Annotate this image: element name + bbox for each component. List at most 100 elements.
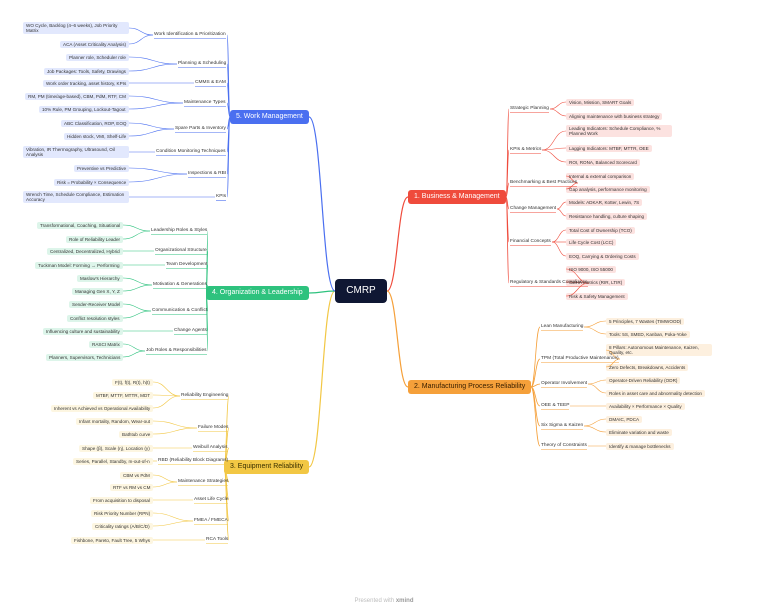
subtopic-rbd-reliability-block-diagrams[interactable]: RBD (Reliability Block Diagrams) xyxy=(158,458,229,463)
subtopic-oee-teep[interactable]: OEE & TEEP xyxy=(541,403,570,408)
leaf-dmaic-pdca[interactable]: DMAIC, PDCA xyxy=(606,415,643,423)
subtopic-lean-manufacturing[interactable]: Lean Manufacturing xyxy=(541,324,584,329)
leaf-leading-indicators-schedule-compliance-p[interactable]: Leading Indicators: Schedule Compliance,… xyxy=(566,124,672,138)
subtopic-fmea-fmeca[interactable]: FMEA / FMECA xyxy=(194,518,228,523)
subtopic-job-roles-responsibilities[interactable]: Job Roles & Responsibilities xyxy=(146,348,207,353)
leaf-wrench-time-schedule-compliance-estimati[interactable]: Wrench Time, Schedule Compliance, Estima… xyxy=(23,190,129,204)
subtopic-kpis-metrics[interactable]: KPIs & Metrics xyxy=(510,147,542,152)
leaf-rasci-matrix[interactable]: RASCI Matrix xyxy=(89,340,123,348)
branch-5-work-management[interactable]: 5. Work Management xyxy=(230,110,309,124)
leaf-identify-manage-bottlenecks[interactable]: Identify & manage bottlenecks xyxy=(606,442,674,450)
leaf-aca-asset-criticality-analysis[interactable]: ACA (Asset Criticality Analysis) xyxy=(60,40,130,48)
subtopic-organizational-structure[interactable]: Organizational Structure xyxy=(155,248,207,253)
leaf-risk-priority-number-rpn[interactable]: Risk Priority Number (RPN) xyxy=(91,509,154,517)
subtopic-team-development[interactable]: Team Development xyxy=(166,262,208,267)
leaf-internal-external-comparison[interactable]: Internal & external comparison xyxy=(566,172,635,180)
leaf-availability-performance-quality[interactable]: Availability × Performance × Quality xyxy=(606,402,685,410)
leaf-bathtub-curve[interactable]: Bathtub curve xyxy=(119,430,154,438)
leaf-fishbone-pareto-fault-tree-5-whys[interactable]: Fishbone, Pareto, Fault Tree, 5 Whys xyxy=(71,536,154,544)
leaf-operator-driven-reliability-odr[interactable]: Operator-Driven Reliability (ODR) xyxy=(606,376,681,384)
leaf-10-rule-pm-grouping-lockout-tagout[interactable]: 10% Rule, PM Grouping, Lockout-Tagout xyxy=(39,105,129,113)
subtopic-spare-parts-inventory[interactable]: Spare Parts & Inventory xyxy=(175,126,226,131)
leaf-planner-role-scheduler-role[interactable]: Planner role, Scheduler role xyxy=(66,53,129,61)
leaf-total-cost-of-ownership-tco[interactable]: Total Cost of Ownership (TCO) xyxy=(566,226,635,234)
subtopic-inspections-rbi[interactable]: Inspections & RBI xyxy=(188,171,227,176)
subtopic-regulatory-standards-compliance[interactable]: Regulatory & Standards Compliance xyxy=(510,280,588,285)
leaf-eliminate-variation-and-waste[interactable]: Eliminate variation and waste xyxy=(606,428,672,436)
leaf-rm-pm-time-age-based-cbm-pdm-rtf-cm[interactable]: RM, PM (time/age-based), CBM, PdM, RTF, … xyxy=(25,92,129,100)
leaf-risk-probability-consequence[interactable]: Risk = Probability × Consequence xyxy=(54,178,130,186)
leaf-zero-defects-breakdowns-accidents[interactable]: Zero Defects, Breakdowns, Accidents xyxy=(606,363,689,371)
branch-4-organization-leadership[interactable]: 4. Organization & Leadership xyxy=(206,286,309,300)
leaf-vision-mission-smart-goals[interactable]: Vision, Mission, SMART Goals xyxy=(566,98,635,106)
subtopic-six-sigma-kaizen[interactable]: Six Sigma & Kaizen xyxy=(541,423,584,428)
subtopic-weibull-analysis[interactable]: Weibull Analysis xyxy=(193,445,228,450)
leaf-eoq-carrying-ordering-costs[interactable]: EOQ, Carrying & Ordering Costs xyxy=(566,252,639,260)
leaf-transformational-coaching-situational[interactable]: Transformational, Coaching, Situational xyxy=(37,221,124,229)
leaf-aligning-maintenance-with-business-strat[interactable]: Aligning maintenance with business strat… xyxy=(566,112,663,120)
leaf-preventive-vs-predictive[interactable]: Preventive vs Predictive xyxy=(74,164,130,172)
leaf-tools-5s-smed-kanban-poka-yoke[interactable]: Tools: 5S, SMED, Kanban, Poka-Yoke xyxy=(606,330,690,338)
subtopic-benchmarking-best-practices[interactable]: Benchmarking & Best Practices xyxy=(510,180,578,185)
leaf-resistance-handling-culture-shaping[interactable]: Resistance handling, culture shaping xyxy=(566,212,648,220)
subtopic-failure-modes[interactable]: Failure Modes xyxy=(198,425,229,430)
leaf-mtbf-mttf-mttr-mdt[interactable]: MTBF, MTTF, MTTR, MDT xyxy=(93,391,154,399)
leaf-wo-cycle-backlog-4-6-weeks-job-priority-[interactable]: WO Cycle, Backlog (4–6 weeks), Job Prior… xyxy=(23,21,129,35)
subtopic-condition-monitoring-techniques[interactable]: Condition Monitoring Techniques xyxy=(156,149,226,154)
leaf-managing-gen-x-y-z[interactable]: Managing Gen X, Y, Z xyxy=(72,287,123,295)
leaf-5-principles-7-wastes-timwood[interactable]: 5 Principles, 7 Wastes (TIMWOOD) xyxy=(606,317,685,325)
leaf-gap-analysis-performance-monitoring[interactable]: Gap analysis, performance monitoring xyxy=(566,185,650,193)
subtopic-operator-involvement[interactable]: Operator Involvement xyxy=(541,381,588,386)
branch-2-manufacturing-process-reliability[interactable]: 2. Manufacturing Process Reliability xyxy=(408,380,532,394)
subtopic-motivation-generations[interactable]: Motivation & Generations xyxy=(153,282,207,287)
leaf-planners-supervisors-technicians[interactable]: Planners, Supervisors, Technicians xyxy=(46,353,124,361)
subtopic-change-agents[interactable]: Change Agents xyxy=(174,328,207,333)
leaf-8-pillars-autonomous-maintenance-kaizen-[interactable]: 8 Pillars: Autonomous Maintenance, Kaize… xyxy=(606,343,712,357)
leaf-f-t-f-t-r-t-h-t[interactable]: F(t), f(t), R(t), h(t) xyxy=(112,378,153,386)
subtopic-planning-scheduling[interactable]: Planning & Scheduling xyxy=(178,61,227,66)
subtopic-work-identification-prioritization[interactable]: Work Identification & Prioritization xyxy=(154,32,226,37)
leaf-roles-in-asset-care-and-abnormality-dete[interactable]: Roles in asset care and abnormality dete… xyxy=(606,389,705,397)
leaf-life-cycle-cost-lcc[interactable]: Life Cycle Cost (LCC) xyxy=(566,238,617,246)
subtopic-communication-conflict[interactable]: Communication & Conflict xyxy=(152,308,208,313)
subtopic-leadership-roles-styles[interactable]: Leadership Roles & Styles xyxy=(151,228,208,233)
leaf-lagging-indicators-mtbf-mttr-oee[interactable]: Lagging Indicators: MTBF, MTTR, OEE xyxy=(566,144,652,152)
leaf-models-adkar-kotter-lewin-7s[interactable]: Models: ADKAR, Kotter, Lewin, 7S xyxy=(566,198,643,206)
leaf-osha-metrics-rir-ltir[interactable]: OSHA metrics (RIR, LTIR) xyxy=(566,278,626,286)
leaf-job-packages-tools-safety-drawings[interactable]: Job Packages: Tools, Safety, Drawings xyxy=(44,67,129,75)
subtopic-financial-concepts[interactable]: Financial Concepts xyxy=(510,239,551,244)
subtopic-kpis[interactable]: KPIs xyxy=(216,194,227,199)
subtopic-reliability-engineering[interactable]: Reliability Engineering xyxy=(181,393,229,398)
subtopic-strategic-planning[interactable]: Strategic Planning xyxy=(510,106,549,111)
subtopic-maintenance-strategies[interactable]: Maintenance Strategies xyxy=(178,479,229,484)
leaf-abc-classification-rop-eoq[interactable]: ABC Classification, ROP, EOQ xyxy=(61,119,130,127)
leaf-maslow-s-hierarchy[interactable]: Maslow's Hierarchy xyxy=(77,274,123,282)
leaf-sender-receiver-model[interactable]: Sender-Receiver Model xyxy=(69,300,124,308)
leaf-conflict-resolution-styles[interactable]: Conflict resolution styles xyxy=(67,314,123,322)
leaf-inherent-vs-achieved-vs-operational-avai[interactable]: Inherent vs Achieved vs Operational Avai… xyxy=(51,404,154,412)
branch-3-equipment-reliability[interactable]: 3. Equipment Reliability xyxy=(224,460,310,474)
subtopic-theory-of-constraints[interactable]: Theory of Constraints xyxy=(541,443,587,448)
leaf-from-acquisition-to-disposal[interactable]: From acquisition to disposal xyxy=(90,496,153,504)
central-topic[interactable]: CMRP xyxy=(335,279,387,303)
branch-1-business-management[interactable]: 1. Business & Management xyxy=(408,190,506,204)
leaf-risk-safety-management[interactable]: Risk & Safety Management xyxy=(566,292,628,300)
subtopic-change-management[interactable]: Change Management xyxy=(510,206,557,211)
leaf-influencing-culture-and-sustainability[interactable]: Influencing culture and sustainability xyxy=(43,327,123,335)
leaf-criticality-ratings-a-b-c-d[interactable]: Criticality ratings (A/B/C/D) xyxy=(92,522,153,530)
leaf-rtf-vs-rm-vs-cm[interactable]: RTF vs RM vs CM xyxy=(110,483,154,491)
subtopic-rca-tools[interactable]: RCA Tools xyxy=(206,537,229,542)
leaf-work-order-tracking-asset-history-kpis[interactable]: Work order tracking, asset history, KPIs xyxy=(43,79,130,87)
leaf-hidden-stock-vmi-shelf-life[interactable]: Hidden stock, VMI, Shelf-Life xyxy=(64,132,130,140)
leaf-iso-9000-iso-55000[interactable]: ISO 9000, ISO 55000 xyxy=(566,265,616,273)
leaf-shape-scale-location[interactable]: Shape (β), Scale (η), Location (γ) xyxy=(79,444,153,452)
leaf-roi-rona-balanced-scorecard[interactable]: ROI, RONA, Balanced Scorecard xyxy=(566,158,640,166)
leaf-tuckman-model-forming-performing[interactable]: Tuckman Model: Forming → Performing xyxy=(35,261,123,269)
subtopic-cmms-eam[interactable]: CMMS & EAM xyxy=(195,80,226,85)
leaf-infant-mortality-random-wear-out[interactable]: Infant mortality, Random, Wear-out xyxy=(76,417,154,425)
leaf-cbm-vs-pdm[interactable]: CBM vs PdM xyxy=(120,471,153,479)
leaf-role-of-reliability-leader[interactable]: Role of Reliability Leader xyxy=(66,235,124,243)
subtopic-maintenance-types[interactable]: Maintenance Types xyxy=(184,100,226,105)
subtopic-tpm-total-productive-maintenance[interactable]: TPM (Total Productive Maintenance) xyxy=(541,356,619,361)
leaf-vibration-ir-thermography-ultrasound-oil[interactable]: Vibration, IR Thermography, Ultrasound, … xyxy=(23,145,129,159)
